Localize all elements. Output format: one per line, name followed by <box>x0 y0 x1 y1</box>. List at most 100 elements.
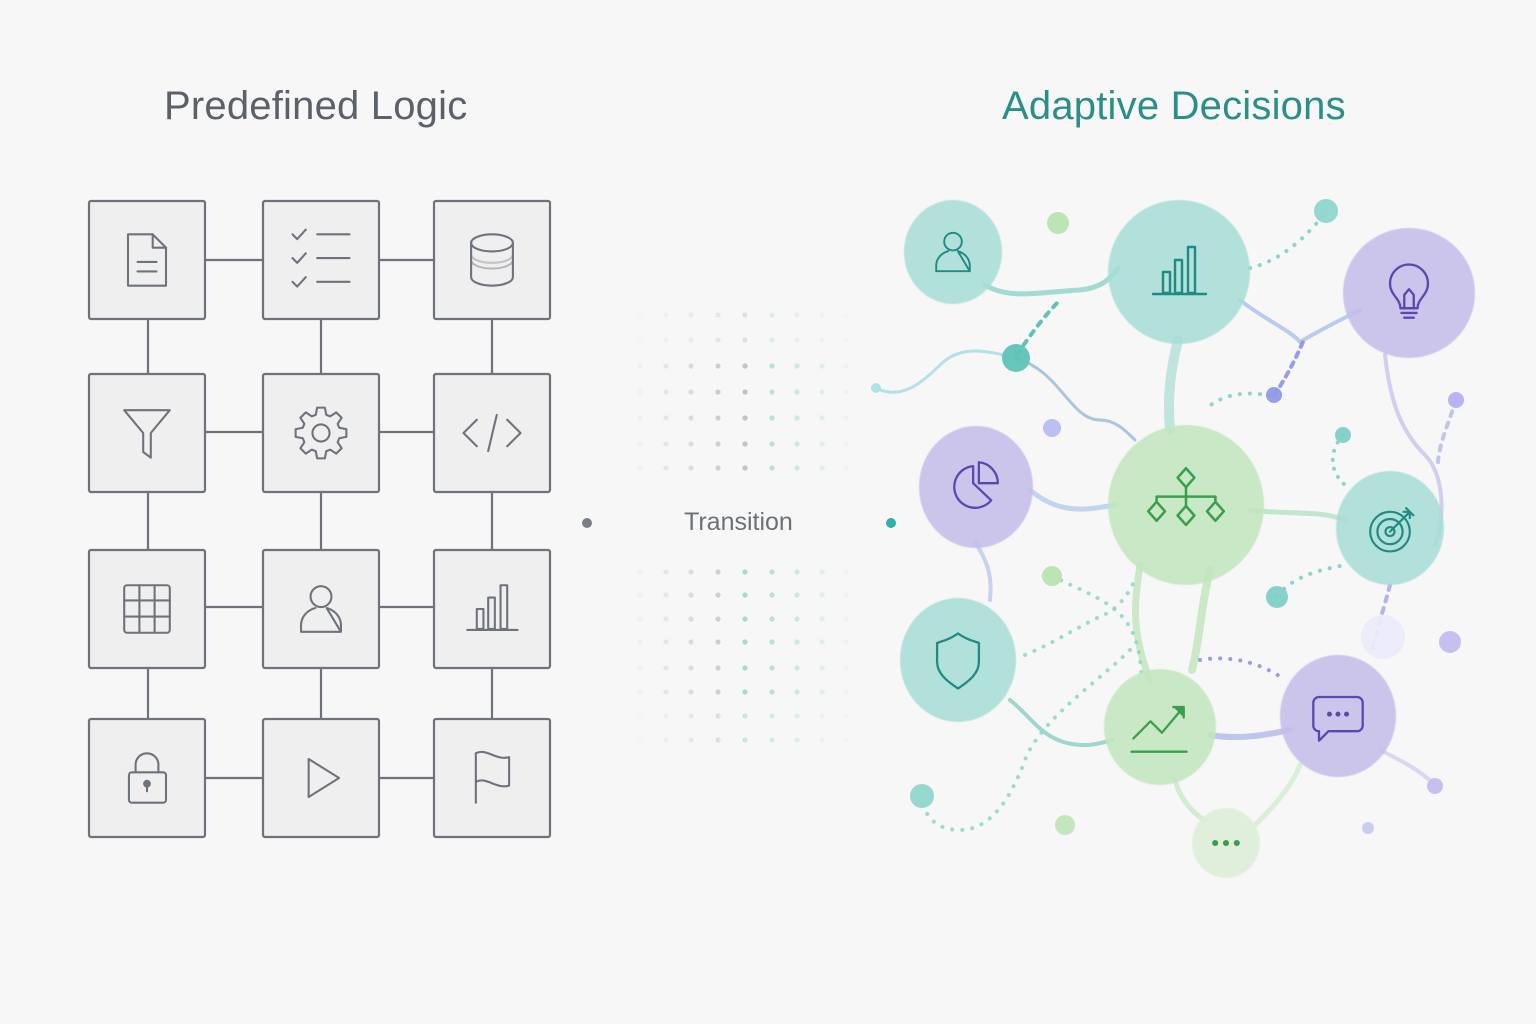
transition-dot <box>637 689 643 695</box>
bar-chart-icon <box>1151 245 1208 296</box>
transition-dot <box>637 415 643 421</box>
network-dot <box>1266 387 1282 403</box>
transition-dot <box>663 465 669 471</box>
transition-dot <box>794 592 800 598</box>
adaptive-node-chat-bubble <box>1280 655 1396 777</box>
transition-dot <box>843 389 849 395</box>
transition-dot <box>637 713 643 719</box>
transition-dot <box>769 737 775 743</box>
transition-dot <box>663 713 669 719</box>
transition-dot <box>715 415 721 421</box>
user-icon <box>300 585 342 633</box>
transition-dot <box>742 415 748 421</box>
logic-block-database <box>432 199 552 321</box>
transition-dot <box>843 312 849 318</box>
network-dot <box>1002 344 1030 372</box>
transition-dot <box>843 441 849 447</box>
code-icon <box>462 413 522 453</box>
network-dot <box>1362 822 1374 834</box>
transition-dot <box>843 569 849 575</box>
network-dot <box>1314 199 1338 223</box>
transition-dot <box>663 665 669 671</box>
document-icon <box>126 233 168 287</box>
transition-dot <box>688 415 694 421</box>
transition-dot <box>843 363 849 369</box>
transition-dot <box>715 312 721 318</box>
transition-dot <box>794 312 800 318</box>
transition-dot <box>688 441 694 447</box>
transition-dot <box>688 639 694 645</box>
transition-dot <box>819 389 825 395</box>
transition-dot <box>819 639 825 645</box>
transition-dot <box>794 616 800 622</box>
transition-dot <box>663 312 669 318</box>
transition-dot <box>688 465 694 471</box>
transition-dot <box>794 337 800 343</box>
transition-dot <box>715 569 721 575</box>
logic-block-play <box>261 717 381 839</box>
transition-dot <box>637 441 643 447</box>
transition-dot <box>769 337 775 343</box>
transition-dot <box>794 569 800 575</box>
transition-dot-field <box>637 312 849 743</box>
transition-dot <box>663 616 669 622</box>
transition-dot <box>794 363 800 369</box>
transition-dot <box>843 665 849 671</box>
transition-dot <box>819 689 825 695</box>
transition-dot <box>769 689 775 695</box>
network-dot <box>1448 392 1464 408</box>
transition-dot <box>769 363 775 369</box>
transition-dot <box>688 363 694 369</box>
network-dot <box>1439 631 1461 653</box>
transition-dot <box>794 415 800 421</box>
checklist-icon <box>291 228 351 288</box>
transition-dot <box>715 337 721 343</box>
logic-block-frame <box>261 548 381 670</box>
transition-dot <box>769 389 775 395</box>
transition-dot <box>715 639 721 645</box>
transition-dot <box>742 441 748 447</box>
transition-end-dot <box>886 518 896 528</box>
transition-dot <box>819 737 825 743</box>
transition-dot <box>742 465 748 471</box>
network-dot <box>1361 615 1405 659</box>
logic-block-checklist <box>261 199 381 321</box>
transition-dot <box>769 312 775 318</box>
node-bubble <box>1343 228 1475 358</box>
gear-icon <box>294 406 348 460</box>
transition-dot <box>819 363 825 369</box>
play-icon <box>307 757 341 799</box>
transition-dot <box>794 465 800 471</box>
logic-block-frame <box>87 372 207 494</box>
transition-dot <box>742 312 748 318</box>
logic-block-frame <box>87 199 207 321</box>
transition-dot <box>637 665 643 671</box>
transition-dot <box>742 689 748 695</box>
transition-dot <box>688 689 694 695</box>
transition-dot <box>819 592 825 598</box>
user-icon <box>935 231 971 273</box>
logic-block-table <box>87 548 207 670</box>
transition-dot <box>688 616 694 622</box>
transition-dot <box>637 569 643 575</box>
transition-dot <box>637 616 643 622</box>
transition-dot <box>769 616 775 622</box>
transition-dot <box>742 639 748 645</box>
transition-dot <box>819 569 825 575</box>
network-dot <box>910 784 934 808</box>
logic-block-frame <box>87 548 207 670</box>
transition-dot <box>794 713 800 719</box>
transition-dot <box>637 465 643 471</box>
logic-block-frame <box>432 717 552 839</box>
table-icon <box>123 584 171 634</box>
transition-dot <box>843 592 849 598</box>
logic-block-document <box>87 199 207 321</box>
transition-dot <box>769 465 775 471</box>
transition-dot <box>715 389 721 395</box>
more-dots-icon <box>1212 839 1240 847</box>
transition-dot <box>742 713 748 719</box>
adaptive-node-bar-chart <box>1108 200 1250 344</box>
transition-dot <box>843 737 849 743</box>
network-dot <box>871 383 881 393</box>
transition-dot <box>742 737 748 743</box>
